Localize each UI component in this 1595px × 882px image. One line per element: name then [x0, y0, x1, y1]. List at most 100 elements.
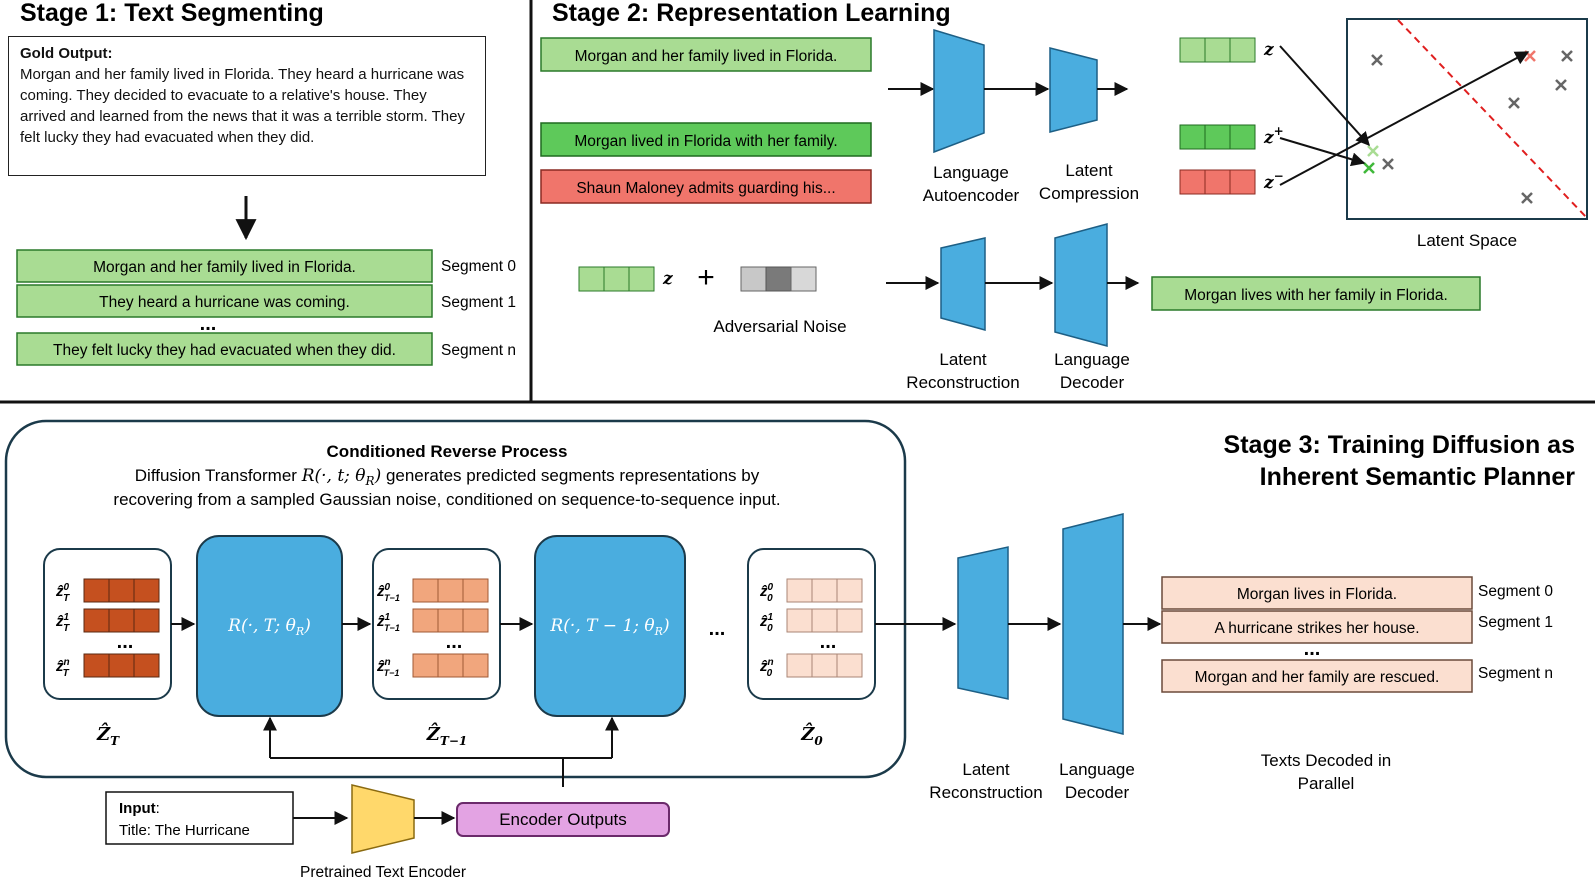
reconstructed-sentence: Morgan lives with her family in Florida.	[1184, 287, 1448, 304]
decoded-segment-label: Segment 0	[1478, 583, 1553, 600]
diffusion-transformer-T	[196, 535, 343, 717]
latent-zplus-label: z+	[1263, 124, 1284, 148]
decoded-segment-label: Segment 1	[1478, 614, 1553, 631]
segment-label: Segment n	[441, 342, 516, 359]
pretrained-encoder-label: Pretrained Text Encoder	[300, 864, 466, 881]
latent-zminus-label: z−	[1263, 169, 1284, 193]
latent-points	[1371, 50, 1573, 204]
decoder-label: Decoder	[1060, 373, 1125, 392]
stage1-title: Stage 1: Text Segmenting	[20, 0, 324, 27]
latent-ellipsis: ...	[446, 631, 463, 653]
input-label: Input:	[119, 800, 160, 817]
latent-reconstruction-block-s3	[957, 546, 1009, 700]
latent-zT-label: ẐT	[96, 721, 120, 748]
language-autoencoder-block	[933, 28, 985, 154]
sentence-text: Shaun Maloney admits guarding his...	[576, 180, 835, 197]
latent-zT1-label: ẐT−1	[426, 721, 467, 748]
steps-ellipsis: ...	[709, 618, 726, 640]
decoder-label-s3: Decoder	[1065, 783, 1130, 802]
segment-text: They felt lucky they had evacuated when …	[53, 342, 396, 359]
decoded-parallel-label: Texts Decoded in	[1261, 751, 1391, 770]
decoded-segment-box	[1161, 576, 1473, 610]
adversarial-noise-vector	[740, 266, 817, 292]
segment-ellipsis: ...	[200, 313, 217, 335]
latent-ellipsis: ...	[117, 631, 134, 653]
svg-text:ẑnT: ẑnT	[55, 657, 70, 679]
zplus-arrow	[1279, 137, 1366, 167]
pretrained-encoder-block	[351, 784, 415, 854]
autoencoder-label: Autoencoder	[923, 186, 1020, 205]
latent-compression-block	[1049, 47, 1098, 133]
decoded-ellipsis: ...	[1304, 638, 1321, 660]
reverse-process-desc: recovering from a sampled Gaussian noise…	[113, 490, 780, 509]
adversarial-noise-label: Adversarial Noise	[713, 317, 846, 336]
compression-label: Latent	[1065, 161, 1113, 180]
decoded-segment-text: Morgan lives in Florida.	[1237, 586, 1397, 603]
reconstruction-label-s3: Latent	[962, 760, 1010, 779]
segment-text: Morgan and her family lived in Florida.	[93, 259, 356, 276]
encoder-outputs-box	[456, 802, 670, 837]
latent-z0-label: Ẑ0	[800, 721, 823, 748]
anchor-point	[1367, 145, 1379, 157]
language-decoder-block	[1054, 223, 1108, 347]
sentence-box	[540, 37, 872, 72]
svg-text:ẑ10: ẑ10	[759, 612, 774, 634]
decoder-label-s3: Language	[1059, 760, 1135, 779]
input-text: Title: The Hurricane	[119, 822, 250, 839]
noise-latent-z	[578, 266, 655, 292]
decoded-parallel-label: Parallel	[1298, 774, 1355, 793]
stage3-title: Inherent Semantic Planner	[1260, 463, 1576, 491]
gold-output-label: Gold Output:	[20, 45, 113, 62]
segment-box	[16, 332, 433, 366]
svg-text:ẑ1T: ẑ1T	[55, 612, 70, 634]
segment-box	[16, 284, 433, 318]
latent-ellipsis: ...	[820, 631, 837, 653]
decoder-label: Language	[1054, 350, 1130, 369]
latent-reconstruction-block	[940, 237, 986, 331]
sentence-box-positive	[540, 122, 872, 157]
encoder-outputs-label: Encoder Outputs	[499, 810, 627, 829]
latent-space-label: Latent Space	[1417, 231, 1517, 250]
segment-box	[16, 249, 433, 283]
latent-z-label: z	[1263, 40, 1274, 60]
diffusion-step-label: R(·, T − 1; θR)	[549, 616, 669, 638]
latent-rows-zT	[83, 578, 160, 678]
segment-text: They heard a hurricane was coming.	[99, 294, 350, 311]
language-decoder-block-s3	[1062, 513, 1124, 735]
sentence-text: Morgan lived in Florida with her family.	[574, 133, 837, 150]
decoded-segment-box	[1161, 610, 1473, 644]
decoded-outputs: Morgan lives in Florida. Segment 0 A hur…	[1161, 576, 1553, 693]
reconstruction-label: Latent	[939, 350, 987, 369]
latent-rows-zT1	[412, 578, 489, 678]
segment-label: Segment 0	[441, 258, 516, 275]
diffusion-transformer-T1	[534, 535, 686, 717]
stage1-segments: Morgan and her family lived in Florida. …	[16, 249, 516, 366]
decoded-segment-text: A hurricane strikes her house.	[1214, 620, 1419, 637]
latent-vector-zplus	[1179, 124, 1256, 150]
stage3-title: Stage 3: Training Diffusion as	[1224, 431, 1575, 459]
reconstruction-label: Reconstruction	[906, 373, 1019, 392]
gold-output-text: Morgan and her family lived in Florida. …	[20, 66, 465, 146]
reverse-process-desc: Diffusion Transformer R(·, t; θR) genera…	[135, 466, 760, 488]
compression-label: Compression	[1039, 184, 1139, 203]
latent-space-panel	[1346, 18, 1588, 220]
autoencoder-label: Language	[933, 163, 1009, 182]
diffusion-step-label: R(·, T; θR)	[227, 616, 311, 638]
decoded-segment-text: Morgan and her family are rescued.	[1195, 669, 1440, 686]
sentence-text: Morgan and her family lived in Florida.	[575, 48, 838, 65]
decoded-segment-label: Segment n	[1478, 665, 1553, 682]
segment-label: Segment 1	[441, 294, 516, 311]
sentence-box-negative	[540, 169, 872, 204]
decoded-segment-box	[1161, 659, 1473, 693]
latent-rows-z0	[786, 578, 863, 678]
gold-output-box: Gold Output: Morgan and her family lived…	[8, 36, 486, 176]
zminus-arrow	[1279, 51, 1530, 186]
svg-text:ẑ00: ẑ00	[759, 582, 774, 604]
plus-sign: +	[697, 261, 715, 294]
noise-z-label: z	[662, 269, 673, 289]
reverse-process-title: Conditioned Reverse Process	[327, 442, 568, 461]
reconstructed-sentence-box	[1151, 276, 1481, 311]
